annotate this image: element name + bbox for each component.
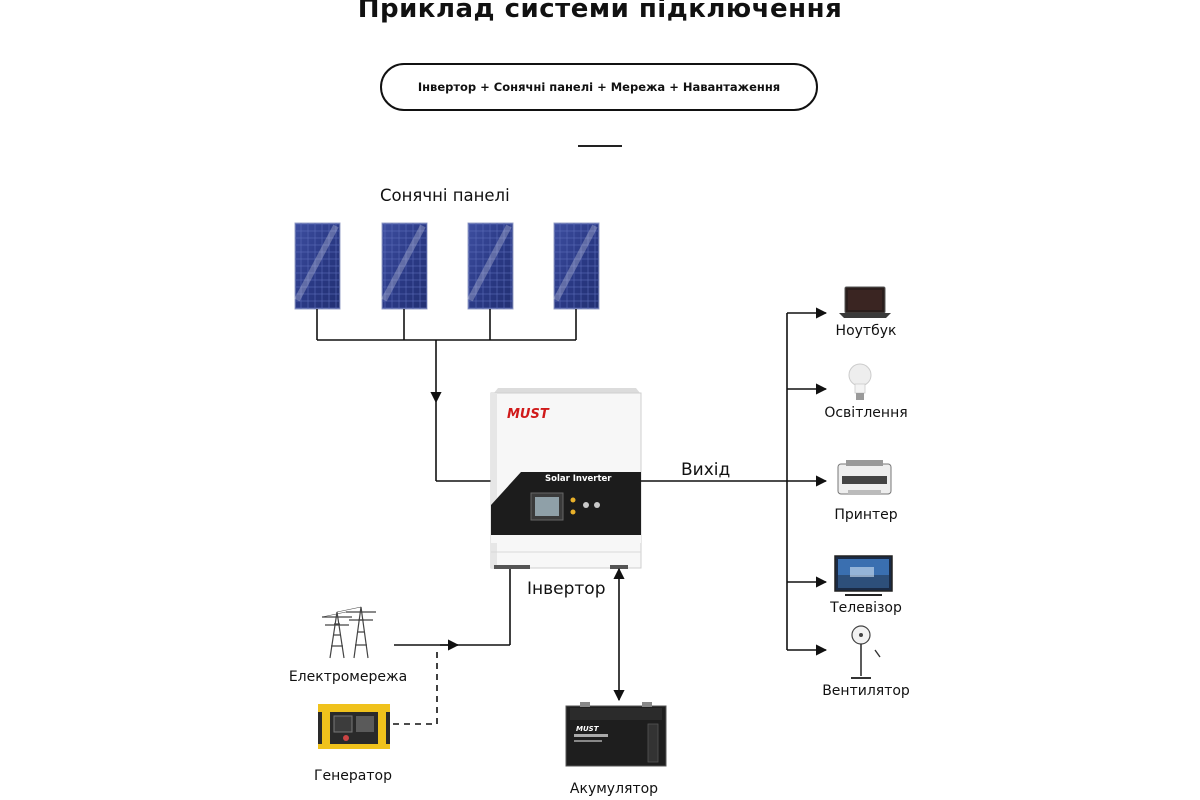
printer-icon bbox=[837, 460, 892, 495]
battery-label: Акумулятор bbox=[569, 781, 659, 797]
solar-panel-icon bbox=[467, 222, 514, 310]
load-label-fan: Вентилятор bbox=[822, 683, 910, 699]
inverter-label: Інвертор bbox=[527, 579, 606, 599]
inverter-model-text: Solar Inverter bbox=[545, 474, 612, 484]
fan-icon bbox=[851, 625, 881, 679]
laptop-icon bbox=[839, 286, 891, 318]
inverter-brand-logo: MUST bbox=[507, 407, 550, 422]
load-label-tv: Телевізор bbox=[830, 600, 902, 616]
generator-label: Генератор bbox=[314, 768, 392, 784]
load-label-lighting: Освітлення bbox=[824, 405, 908, 421]
power-tower-icon bbox=[321, 606, 376, 659]
tv-icon bbox=[834, 555, 893, 596]
input-wiring bbox=[393, 569, 511, 725]
solar-panel-array bbox=[294, 222, 600, 310]
battery-brand-logo: MUST bbox=[576, 725, 600, 733]
generator-icon bbox=[318, 704, 390, 749]
inverter-device bbox=[490, 388, 642, 569]
battery-icon bbox=[565, 702, 667, 767]
title-divider bbox=[578, 145, 622, 147]
grid-label: Електромережа bbox=[288, 669, 408, 685]
panel-wiring bbox=[316, 309, 577, 482]
output-label: Вихід bbox=[681, 460, 731, 480]
light-bulb-icon bbox=[848, 363, 872, 400]
output-wiring bbox=[641, 307, 828, 656]
solar-panels-label: Сонячні панелі bbox=[380, 186, 510, 205]
diagram-title: Приклад системи підключення bbox=[357, 0, 843, 24]
solar-panel-icon bbox=[553, 222, 600, 310]
configuration-pill: Інвертор + Сонячні панелі + Мережа + Нав… bbox=[380, 63, 818, 111]
solar-panel-icon bbox=[381, 222, 428, 310]
load-label-printer: Принтер bbox=[834, 507, 898, 523]
solar-panel-icon bbox=[294, 222, 341, 310]
load-label-laptop: Ноутбук bbox=[835, 323, 897, 339]
